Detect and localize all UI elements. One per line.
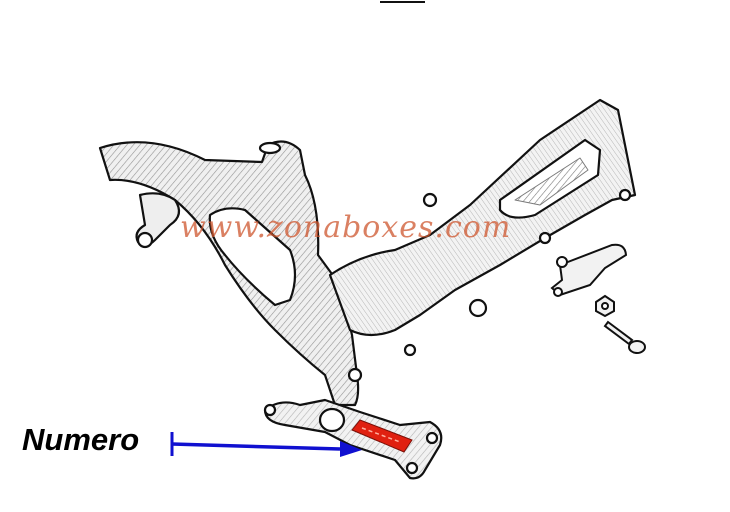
numero-label: Numero — [22, 422, 140, 457]
bracket-part — [550, 243, 628, 297]
frame-body — [98, 98, 637, 480]
nut-part — [595, 294, 615, 318]
callout-arrow — [170, 432, 362, 457]
watermark-text: www.zonaboxes.com — [180, 210, 512, 245]
bolt-part — [603, 320, 646, 354]
serial-number-highlight — [351, 419, 413, 453]
